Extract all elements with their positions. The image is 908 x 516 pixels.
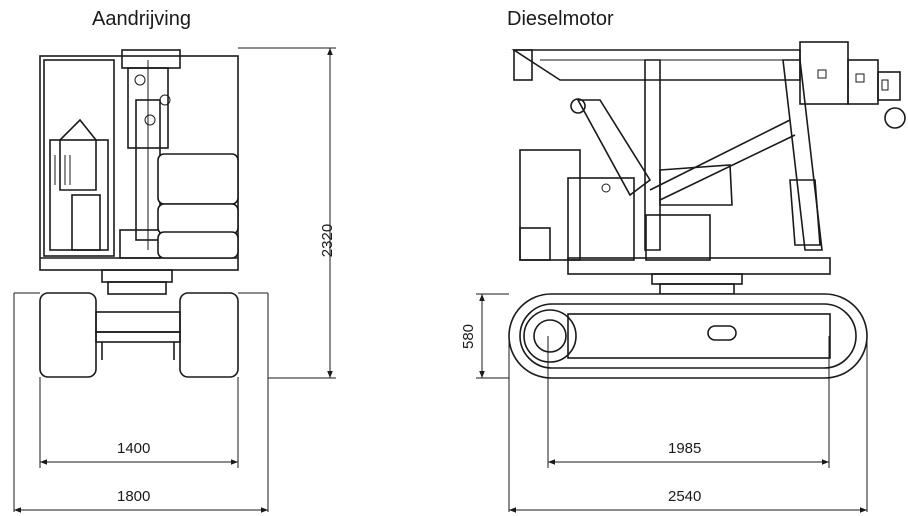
side-view-title: Dieselmotor bbox=[507, 8, 614, 30]
dim-height-total: 2320 bbox=[319, 223, 337, 258]
front-view-title: Aandrijving bbox=[92, 8, 191, 30]
dim-wheelbase: 1985 bbox=[668, 440, 702, 457]
dim-track-height: 580 bbox=[460, 323, 478, 350]
dim-length-total: 2540 bbox=[668, 488, 702, 505]
dim-width-total-front: 1800 bbox=[117, 488, 151, 505]
side-view bbox=[476, 41, 906, 513]
dim-track-gauge-inner: 1400 bbox=[117, 440, 151, 457]
front-view bbox=[13, 47, 336, 513]
